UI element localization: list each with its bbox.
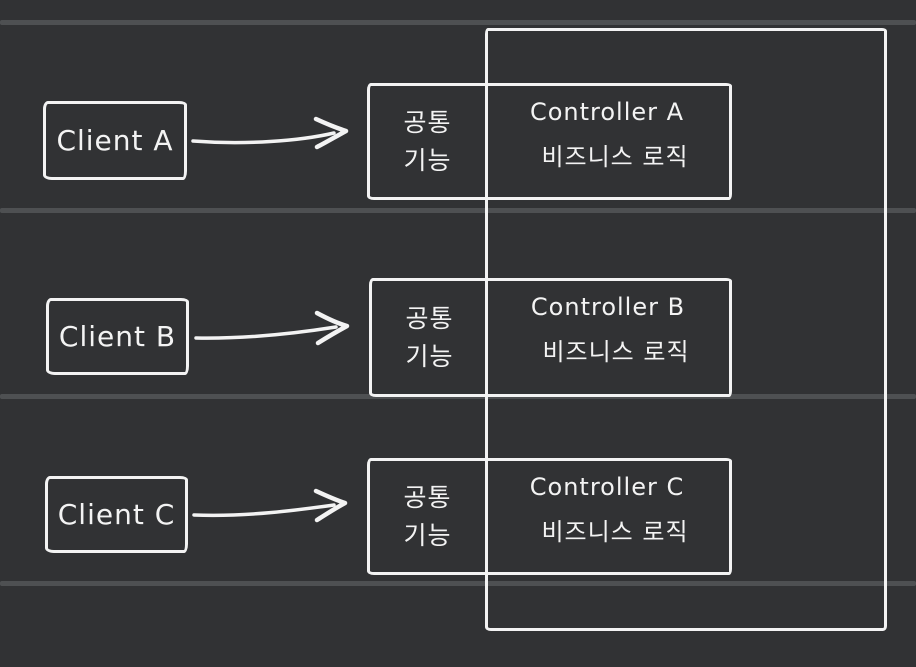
common-label-line1: 공통	[405, 304, 454, 333]
controller-b-cell: Controller B 비즈니스 로직	[487, 281, 729, 394]
client-b-box: Client B	[46, 298, 189, 375]
client-a-box: Client A	[43, 101, 187, 180]
business-logic-label-b: 비즈니스 로직	[542, 338, 690, 366]
arrow-right-icon-c	[192, 488, 348, 523]
ruled-line	[0, 581, 916, 586]
common-function-cell-c: 공통 기능	[370, 461, 485, 572]
controller-a-label: Controller A	[529, 98, 685, 126]
common-label-line1: 공통	[403, 108, 452, 137]
common-label-line2: 기능	[403, 520, 452, 550]
client-b-label: Client B	[58, 320, 177, 353]
controller-a-cell: Controller A 비즈니스 로직	[485, 86, 729, 197]
business-logic-label-a: 비즈니스 로직	[541, 143, 689, 171]
common-label-line2: 기능	[405, 341, 454, 371]
controller-c-cell: Controller C 비즈니스 로직	[485, 461, 729, 572]
controller-c-label: Controller C	[529, 473, 685, 501]
ruled-line	[0, 20, 916, 25]
arrow-right-icon-a	[191, 116, 349, 150]
controller-b-row-box: 공통 기능 Controller B 비즈니스 로직	[369, 278, 732, 397]
client-a-label: Client A	[56, 124, 174, 157]
common-function-cell-b: 공통 기능	[372, 281, 487, 394]
controller-c-row-box: 공통 기능 Controller C 비즈니스 로직	[367, 458, 732, 575]
ruled-line	[0, 208, 916, 213]
client-c-box: Client C	[45, 476, 188, 553]
business-logic-label-c: 비즈니스 로직	[541, 518, 689, 546]
outer-container-box	[485, 28, 887, 631]
arrow-right-icon-b	[194, 310, 350, 346]
controller-a-row-box: 공통 기능 Controller A 비즈니스 로직	[367, 83, 732, 200]
controller-b-label: Controller B	[530, 293, 686, 321]
common-function-cell-a: 공통 기능	[370, 86, 485, 197]
common-label-line2: 기능	[403, 145, 452, 175]
client-c-label: Client C	[57, 498, 176, 531]
common-label-line1: 공통	[403, 483, 452, 512]
